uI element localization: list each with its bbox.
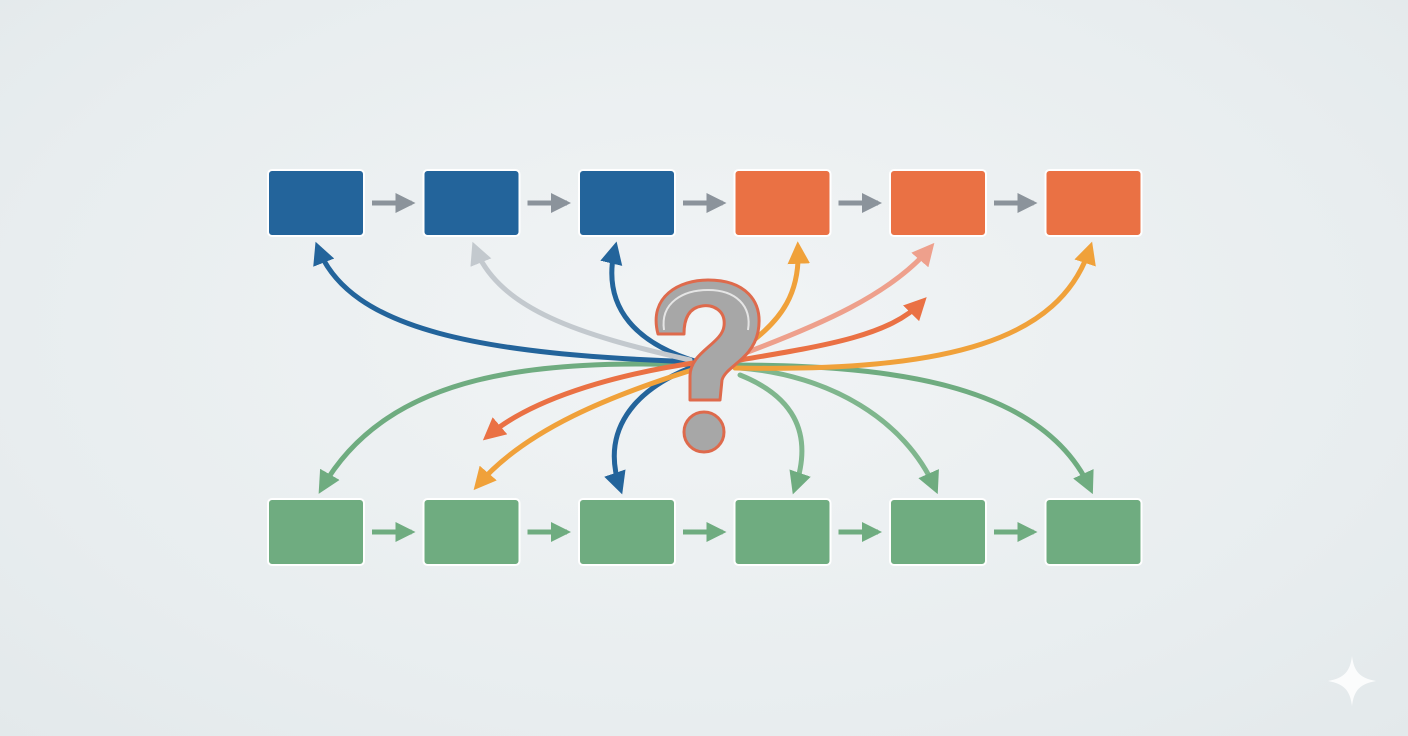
arrow-center-to-bottom-1 bbox=[318, 361, 703, 494]
sparkle-icon bbox=[1328, 656, 1376, 706]
top-box-5 bbox=[889, 169, 987, 237]
arrow-center-to-top-2 bbox=[470, 241, 693, 363]
bottom-box-1 bbox=[267, 498, 365, 566]
bottom-box-4 bbox=[733, 498, 832, 566]
bottom-box-2 bbox=[422, 498, 521, 566]
bottom-box-6 bbox=[1044, 498, 1143, 566]
bottom-box-5 bbox=[889, 498, 987, 566]
arrow-center-to-top-6 bbox=[732, 241, 1096, 371]
arrow-center-to-top-5b bbox=[737, 297, 927, 363]
arrow-center-to-bottom-6 bbox=[727, 362, 1094, 495]
top-box-6 bbox=[1044, 169, 1143, 237]
top-box-4 bbox=[733, 169, 832, 237]
question-mark-icon bbox=[654, 278, 761, 454]
arrow-center-to-bottom-4 bbox=[737, 372, 811, 495]
arrow-center-to-bottom-2-orange bbox=[482, 359, 703, 441]
bottom-box-3 bbox=[578, 498, 676, 566]
arrow-center-to-top-1 bbox=[313, 241, 703, 365]
top-box-3 bbox=[578, 169, 676, 237]
mapping-arrows bbox=[313, 241, 1096, 495]
arrow-center-to-top-5 bbox=[737, 242, 935, 358]
top-box-2 bbox=[422, 169, 521, 237]
bottom-row bbox=[267, 498, 1143, 566]
arrow-center-to-bottom-3 bbox=[604, 365, 693, 495]
arrow-center-to-bottom-2-amber bbox=[473, 363, 708, 491]
top-box-1 bbox=[267, 169, 365, 237]
top-row bbox=[267, 169, 1143, 237]
arrow-center-to-bottom-5 bbox=[737, 365, 939, 495]
